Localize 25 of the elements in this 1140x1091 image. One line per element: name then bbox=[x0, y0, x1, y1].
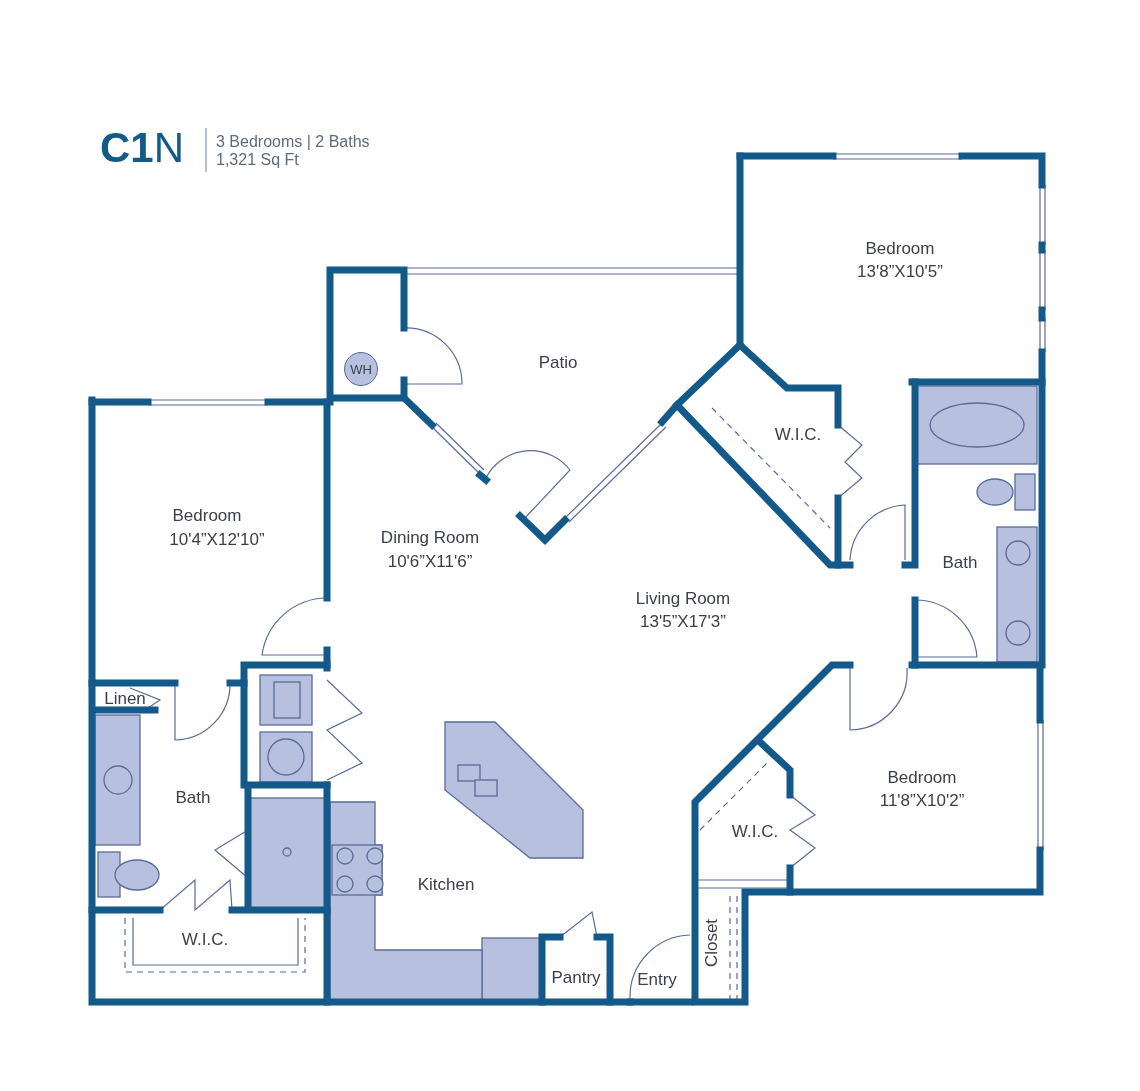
room-dimensions: 11'8”X10'2” bbox=[879, 791, 965, 811]
room-label: Pantry bbox=[551, 968, 601, 988]
room-label: Bedroom bbox=[172, 506, 242, 526]
room-label: Linen bbox=[104, 689, 146, 709]
room-dimensions: 10'6”X11'6” bbox=[387, 552, 473, 572]
plan-title: C1N bbox=[100, 124, 185, 172]
room-label: W.I.C. bbox=[181, 930, 229, 950]
room-label: W.I.C. bbox=[774, 425, 822, 445]
room-label: Kitchen bbox=[417, 875, 475, 895]
room-label: Bath bbox=[942, 553, 978, 573]
unit-summary-text: 1,321 Sq Ft bbox=[216, 151, 299, 169]
room-label: Patio bbox=[538, 353, 578, 373]
room-dimensions: 13'5”X17'3” bbox=[640, 612, 726, 632]
room-dimensions: 10'4”X12'10” bbox=[169, 530, 265, 550]
water-heater-circle: WH bbox=[344, 352, 378, 386]
room-label: Bedroom bbox=[865, 239, 935, 259]
room-label: Bedroom bbox=[887, 768, 957, 788]
room-label: Entry bbox=[637, 970, 677, 990]
room-dimensions: 13'8”X10'5” bbox=[857, 262, 943, 282]
room-label: Closet bbox=[702, 918, 722, 968]
unit-summary-text: 3 Bedrooms | 2 Baths bbox=[216, 133, 370, 151]
room-label: Bath bbox=[175, 788, 211, 808]
room-label: Dining Room bbox=[380, 528, 480, 548]
room-label: Living Room bbox=[635, 589, 731, 609]
room-label: W.I.C. bbox=[731, 822, 779, 842]
